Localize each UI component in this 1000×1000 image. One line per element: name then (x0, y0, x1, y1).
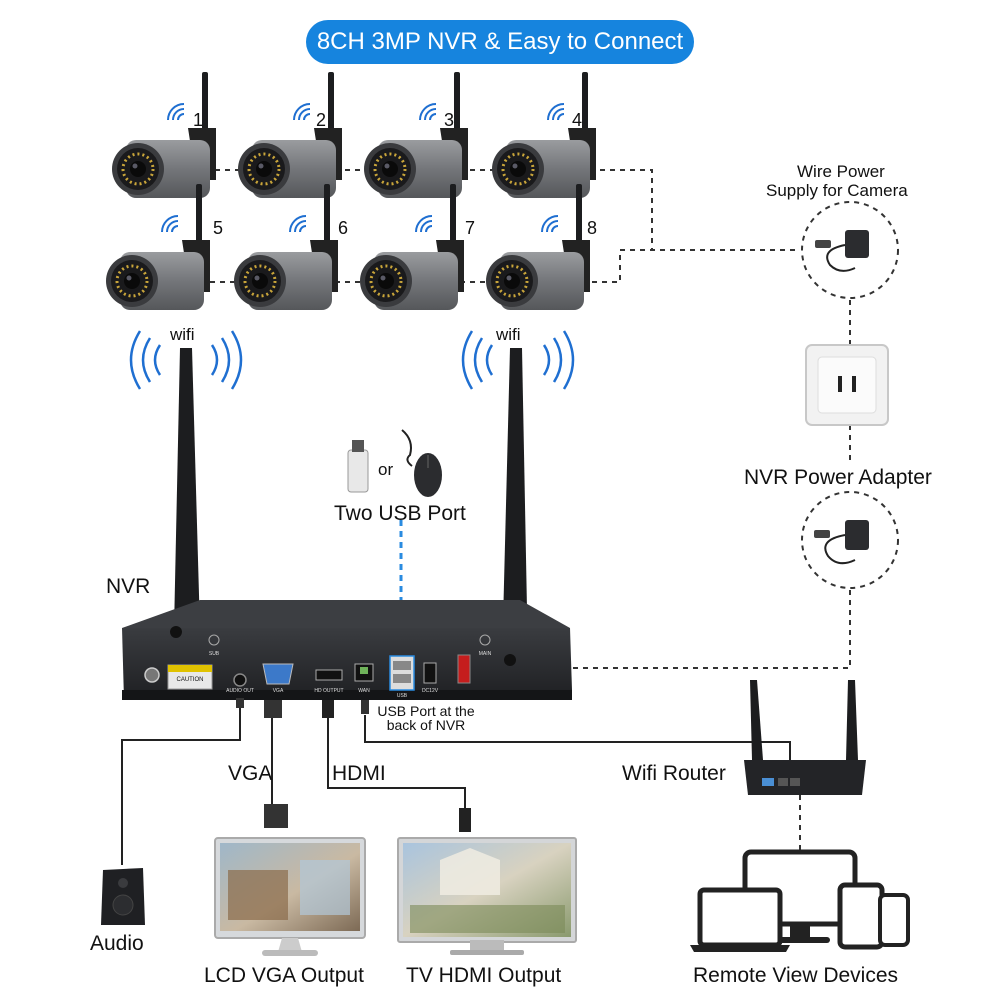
remote-view-devices-label: Remote View Devices (693, 964, 899, 987)
or-label: or (378, 460, 394, 479)
remote-devices-icon (690, 849, 910, 952)
wall-outlet-icon (805, 344, 889, 426)
wifi-left-label: wifi (170, 325, 195, 344)
nvr-wan-label: WAN (358, 688, 370, 694)
speaker-icon (101, 868, 145, 925)
hdmi-label: HDMI (332, 762, 386, 785)
supply-for-camera-label: Supply for Camera (766, 181, 908, 200)
wifi-right-label: wifi (496, 325, 521, 344)
wire-power-label: Wire Power (797, 162, 885, 181)
camera-number-1: 1 (193, 110, 204, 130)
nvr-dc12v-label: DC12V (422, 688, 439, 694)
vga-connector-icon (264, 700, 288, 828)
camera-3-icon (364, 72, 468, 198)
nvr-vga-label: VGA (273, 688, 284, 694)
camera-number-5: 5 (213, 218, 224, 238)
network-plug-icon (361, 700, 369, 714)
audio-label: Audio (90, 932, 144, 955)
nvr-usb-label: USB (397, 693, 408, 699)
lcd-vga-output-label: LCD VGA Output (204, 964, 364, 987)
tv-hdmi-output-label: TV HDMI Output (406, 964, 562, 987)
camera-number-7: 7 (465, 218, 476, 238)
tv-icon (397, 837, 577, 955)
usb-port-back-line2: back of NVR (386, 717, 466, 733)
nvr-label: NVR (106, 575, 151, 598)
camera-number-8: 8 (587, 218, 598, 238)
wifi-router-label: Wifi Router (622, 762, 726, 785)
camera-1-icon (112, 72, 216, 198)
camera-8-icon (486, 184, 590, 310)
wifi-waves-left-icon (129, 330, 243, 390)
cameras-group (106, 72, 596, 310)
nvr-antenna-right (502, 348, 528, 662)
nvr-antenna-left (174, 348, 200, 630)
cables (121, 705, 791, 865)
camera-number-6: 6 (338, 218, 349, 238)
title-banner: 8CH 3MP NVR & Easy to Connect (306, 20, 694, 64)
camera-number-3: 3 (444, 110, 455, 130)
nvr-caution-label: CAUTION (177, 677, 204, 683)
camera-power-supply-icon (801, 201, 899, 299)
audio-jack-icon (236, 698, 244, 708)
camera-7-icon (360, 184, 464, 310)
nvr-sub-label: SUB (209, 651, 220, 657)
nvr-hd-output-label: HD OUTPUT (314, 688, 343, 694)
nvr-main-label: MAIN (479, 651, 492, 657)
camera-number-2: 2 (316, 110, 327, 130)
camera-6-icon (234, 184, 338, 310)
camera-2-icon (238, 72, 342, 198)
nvr-power-adapter-icon (801, 491, 899, 589)
camera-power-dashed-lines (210, 169, 851, 850)
nvr-power-adapter-label: NVR Power Adapter (744, 466, 932, 489)
nvr-audio-out-label: AUDIO OUT (226, 688, 254, 694)
hdmi-connector-icon (322, 700, 471, 832)
camera-5-icon (106, 184, 210, 310)
wifi-router-icon (744, 680, 866, 795)
lcd-monitor-icon (214, 837, 366, 956)
nvr-device (122, 600, 572, 700)
camera-number-4: 4 (572, 110, 583, 130)
usb-port-back-label: USB Port at the back of NVR (372, 704, 480, 732)
usb-stick-icon (347, 440, 369, 493)
usb-port-back-line1: USB Port at the (377, 703, 475, 719)
vga-label: VGA (228, 762, 273, 785)
two-usb-port-label: Two USB Port (334, 502, 466, 525)
mouse-icon (401, 429, 442, 497)
camera-4-icon (492, 72, 596, 198)
wifi-waves-right-icon (461, 330, 575, 390)
